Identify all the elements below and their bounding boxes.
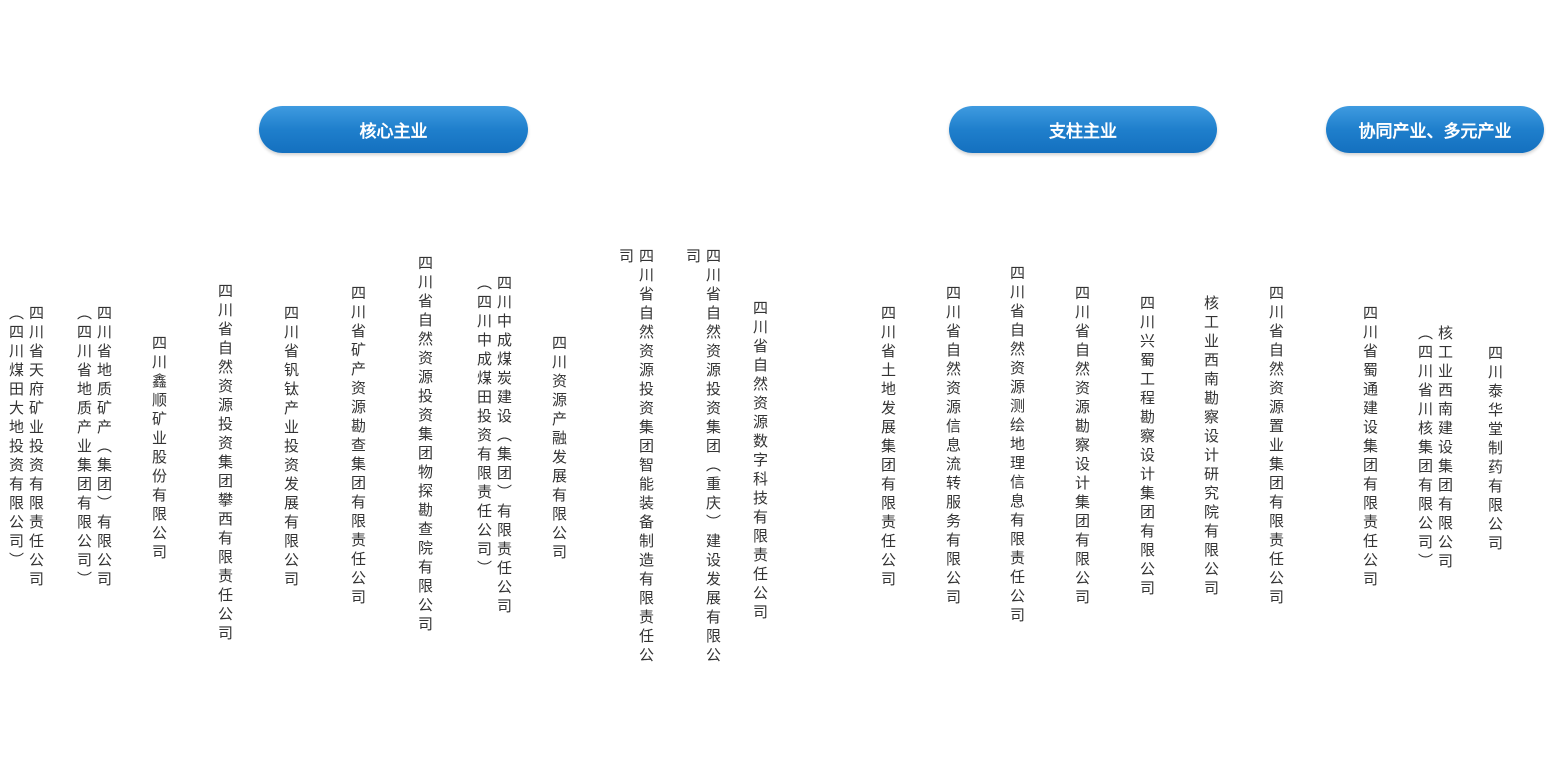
category-synergy: 协同产业、多元产业 xyxy=(1326,106,1544,153)
company-label: 四川省自然资源投资集团物探勘查院有限公司 xyxy=(416,255,434,635)
company-label: 四川省自然资源信息流转服务有限公司 xyxy=(944,285,962,608)
company-label: 四川省自然资源投资集团智能装备制造有限责任公司 xyxy=(617,248,655,666)
company-label: 四川鑫顺矿业股份有限公司 xyxy=(150,335,168,563)
company-label: 四川省蜀通建设集团有限责任公司 xyxy=(1361,305,1379,590)
company-label: 核工业西南建设集团有限公司 （四川省川核集团有限公司） xyxy=(1416,325,1454,572)
company-label: 四川省矿产资源勘查集团有限责任公司 xyxy=(349,285,367,608)
company-label: 四川兴蜀工程勘察设计集团有限公司 xyxy=(1138,295,1156,599)
company-label: 四川泰华堂制药有限公司 xyxy=(1486,345,1504,554)
company-label: 四川省天府矿业投资有限责任公司 （四川煤田大地投资有限公司） xyxy=(7,305,45,590)
category-core: 核心主业 xyxy=(259,106,528,153)
company-label: 四川资源产融发展有限公司 xyxy=(550,335,568,563)
company-label: 核工业西南勘察设计研究院有限公司 xyxy=(1202,295,1220,599)
category-pillar: 支柱主业 xyxy=(949,106,1217,153)
company-label: 四川省自然资源勘察设计集团有限公司 xyxy=(1073,285,1091,608)
company-label: 四川省地质矿产（集团）有限公司 （四川省地质产业集团有限公司） xyxy=(75,305,113,590)
company-label: 四川省自然资源数字科技有限责任公司 xyxy=(751,300,769,623)
company-label: 四川中成煤炭建设（集团）有限责任公司 （四川中成煤田投资有限责任公司） xyxy=(475,275,513,617)
company-label: 四川省钒钛产业投资发展有限公司 xyxy=(282,305,300,590)
company-label: 四川省土地发展集团有限责任公司 xyxy=(879,305,897,590)
company-label: 四川省自然资源投资集团（重庆）建设发展有限公司 xyxy=(684,248,722,666)
company-label: 四川省自然资源测绘地理信息有限责任公司 xyxy=(1008,265,1026,626)
company-label: 四川省自然资源投资集团攀西有限责任公司 xyxy=(216,283,234,644)
company-label: 四川省自然资源置业集团有限责任公司 xyxy=(1267,285,1285,608)
